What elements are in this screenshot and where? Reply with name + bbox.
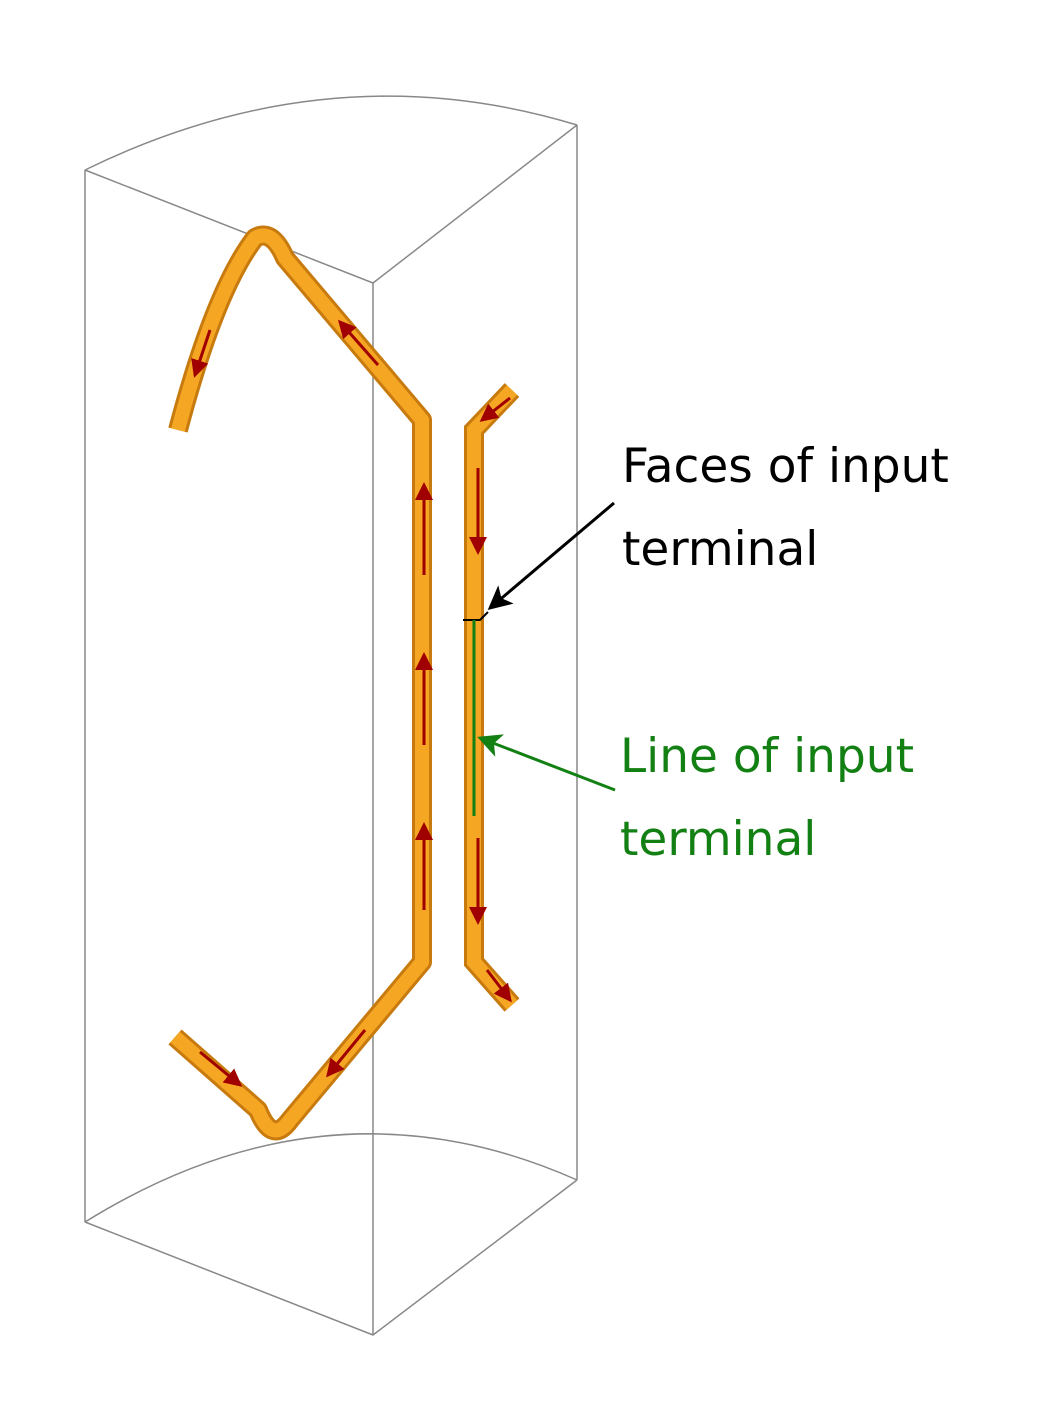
label-line: terminal [622,522,819,577]
conductor-left [168,225,432,1141]
faces-annotation [463,501,615,621]
label-line: terminal [620,812,817,867]
current-arrows [191,319,512,1087]
line-of-input-terminal-label: Line of input terminal [620,715,914,881]
label-line: Line of input [620,729,915,784]
label-line: Faces of input [622,439,949,494]
faces-of-input-terminal-label: Faces of input terminal [622,425,949,591]
conductor-right [464,383,520,1012]
line-annotation [472,620,616,816]
domain-outline [84,95,578,1336]
